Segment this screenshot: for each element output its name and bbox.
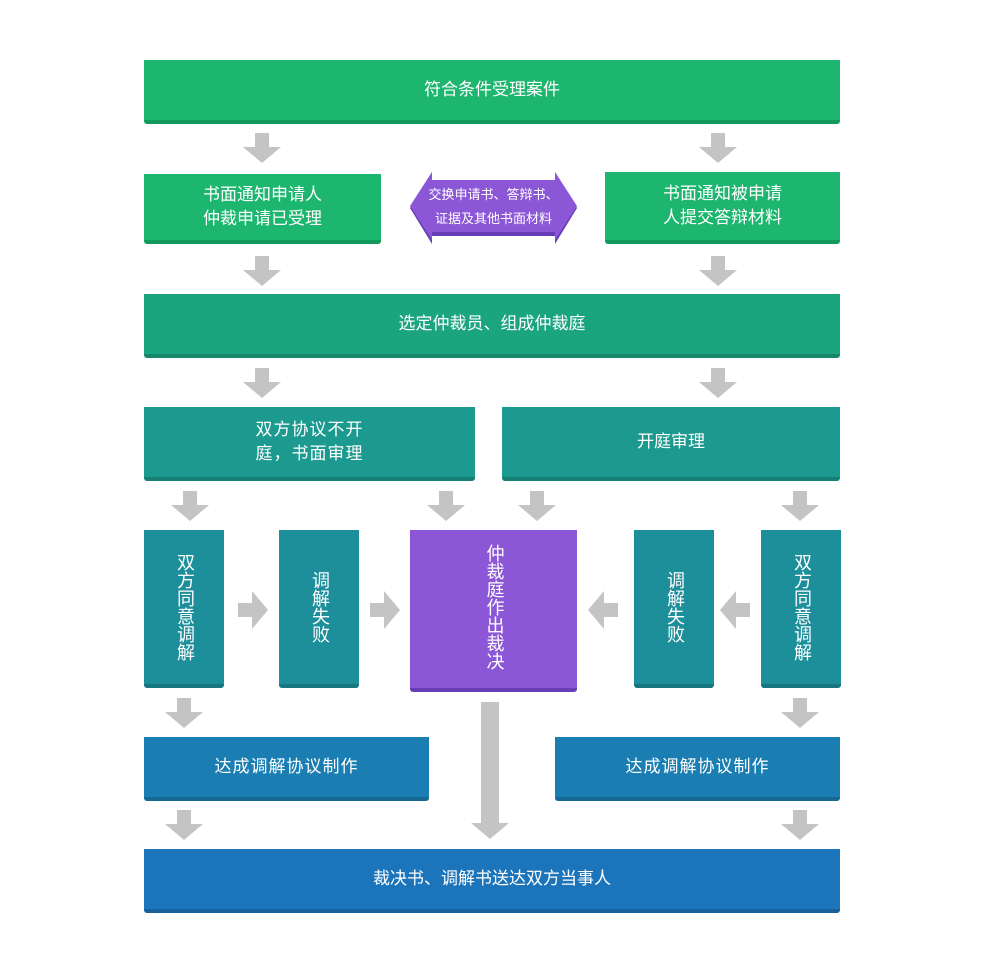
arrow-down-icon <box>518 491 556 521</box>
node-written-hearing: 双方协议不开 庭，书面审理 <box>144 407 475 481</box>
node-label: 仲裁庭作出裁决 <box>483 544 505 670</box>
arrow-down-icon <box>427 491 465 521</box>
node-label: 双方同意调解 <box>174 553 195 661</box>
node-label: 书面通知申请人 仲裁申请已受理 <box>203 185 322 229</box>
arrow-left-icon <box>720 591 750 629</box>
node-agree-mediation-left: 双方同意调解 <box>144 530 224 688</box>
node-select-arbitrators: 选定仲裁员、组成仲裁庭 <box>144 294 840 358</box>
node-mediation-failed-right: 调解失败 <box>634 530 714 688</box>
node-exchange-docs: 交换申请书、答辩书、 证据及其他书面材料 <box>410 172 577 244</box>
double-arrow-icon <box>410 172 577 244</box>
node-label: 选定仲裁员、组成仲裁庭 <box>398 314 586 334</box>
node-court-hearing: 开庭审理 <box>502 407 840 481</box>
node-deliver-documents: 裁决书、调解书送达双方当事人 <box>144 849 840 913</box>
node-label: 符合条件受理案件 <box>424 80 560 100</box>
node-agree-mediation-right: 双方同意调解 <box>761 530 841 688</box>
node-label: 双方协议不开 庭，书面审理 <box>255 420 364 464</box>
arrow-right-icon <box>238 591 268 629</box>
arrow-down-icon <box>781 491 819 521</box>
arrow-down-icon <box>165 698 203 728</box>
arrow-down-icon <box>243 256 281 286</box>
arrow-left-icon <box>588 591 618 629</box>
arrow-down-icon <box>781 810 819 840</box>
arrow-down-icon <box>243 133 281 163</box>
arrow-down-icon <box>171 491 209 521</box>
node-mediation-agreement-left: 达成调解协议制作 <box>144 737 429 801</box>
node-label: 书面通知被申请 人提交答辩材料 <box>663 184 782 228</box>
arrow-down-icon <box>165 810 203 840</box>
node-notify-respondent: 书面通知被申请 人提交答辩材料 <box>605 172 840 244</box>
node-mediation-failed-left: 调解失败 <box>279 530 359 688</box>
arrow-down-icon <box>699 368 737 398</box>
arrow-down-icon <box>699 256 737 286</box>
node-tribunal-award: 仲裁庭作出裁决 <box>410 530 577 692</box>
arrow-down-long-icon <box>471 702 509 839</box>
arrow-down-icon <box>699 133 737 163</box>
node-mediation-agreement-right: 达成调解协议制作 <box>555 737 840 801</box>
node-accept-case: 符合条件受理案件 <box>144 60 840 124</box>
arrow-down-icon <box>781 698 819 728</box>
node-label: 达成调解协议制作 <box>214 757 359 777</box>
arrow-down-icon <box>243 368 281 398</box>
node-notify-applicant: 书面通知申请人 仲裁申请已受理 <box>144 174 381 244</box>
node-label: 调解失败 <box>664 571 685 643</box>
node-label: 调解失败 <box>309 571 330 643</box>
node-label: 裁决书、调解书送达双方当事人 <box>373 869 611 889</box>
node-label: 双方同意调解 <box>791 553 812 661</box>
node-label: 开庭审理 <box>637 432 705 452</box>
node-label: 达成调解协议制作 <box>625 757 770 777</box>
arrow-right-icon <box>370 591 400 629</box>
node-label: 交换申请书、答辩书、 证据及其他书面材料 <box>428 188 559 227</box>
